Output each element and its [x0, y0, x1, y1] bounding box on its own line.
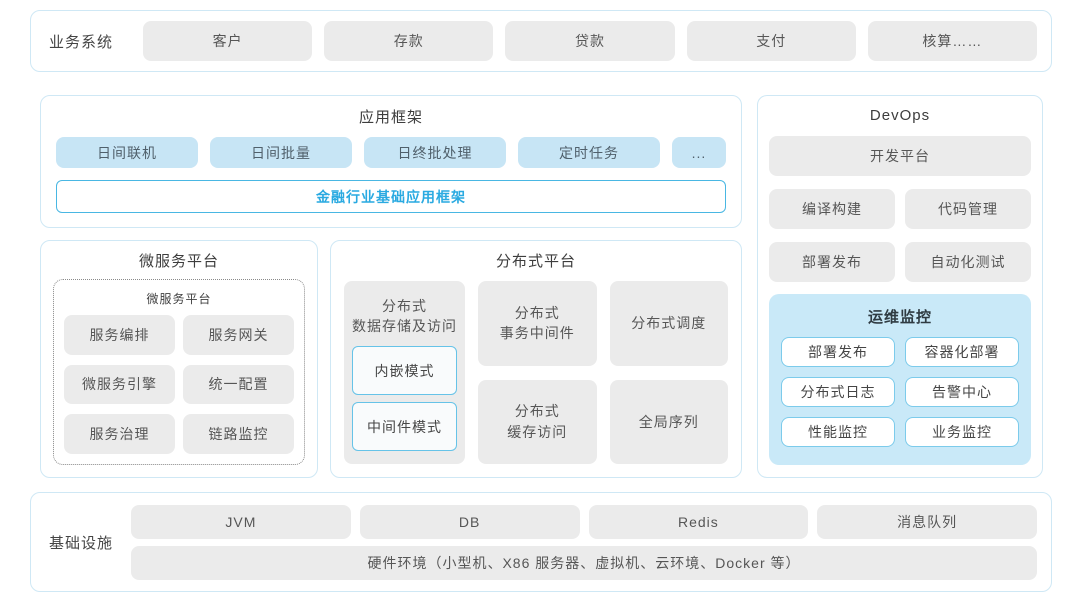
- microservice-platform-panel: 微服务平台 微服务平台 服务编排 服务网关 微服务引擎 统一配置 服务治理 链路…: [40, 240, 318, 478]
- infrastructure-box-redis: Redis: [588, 504, 809, 539]
- devops-tool-box-auto-test: 自动化测试: [905, 242, 1031, 282]
- app-module-box-daytime-online: 日间联机: [56, 137, 198, 168]
- distributed-column: 分布式调度 全局序列: [609, 281, 728, 464]
- distributed-box-global-sequence: 全局序列: [609, 379, 728, 464]
- ops-box-performance-monitor: 性能监控: [781, 417, 895, 447]
- microservice-box-trace-monitor: 链路监控: [183, 414, 294, 454]
- ops-box-distributed-logs: 分布式日志: [781, 377, 895, 407]
- ops-monitoring-row: 分布式日志 告警中心: [781, 377, 1019, 407]
- microservice-platform-title: 微服务平台: [138, 253, 219, 270]
- microservice-box-orchestration: 服务编排: [64, 315, 175, 355]
- distributed-platform-title: 分布式平台: [495, 253, 576, 270]
- distributed-box-cache-access: 分布式 缓存访问: [478, 379, 597, 464]
- ops-monitoring-row: 性能监控 业务监控: [781, 417, 1019, 447]
- app-module-box-scheduled-tasks: 定时任务: [518, 137, 660, 168]
- devops-title: DevOps: [869, 107, 931, 124]
- business-system-box-payment: 支付: [686, 21, 856, 61]
- ops-monitoring-row: 部署发布 容器化部署: [781, 337, 1019, 367]
- dev-platform-box: 开发平台: [769, 136, 1031, 176]
- microservice-box-unified-config: 统一配置: [183, 364, 294, 405]
- distributed-platform-panel: 分布式平台 分布式 数据存储及访问 内嵌模式 中间件模式 分布式 事务中间件 分…: [330, 240, 742, 478]
- base-framework-box: 金融行业基础应用框架: [56, 180, 726, 213]
- ops-box-container-deploy: 容器化部署: [905, 337, 1019, 367]
- business-systems-panel: 业务系统 客户 存款 贷款 支付 核算……: [30, 10, 1052, 72]
- ops-box-alert-center: 告警中心: [905, 377, 1019, 407]
- distributed-grid: 分布式 数据存储及访问 内嵌模式 中间件模式 分布式 事务中间件 分布式 缓存访…: [344, 281, 728, 464]
- business-system-box-accounting: 核算……: [867, 21, 1038, 61]
- devops-tools-row: 编译构建 代码管理: [769, 189, 1031, 229]
- app-framework-panel: 应用框架 日间联机 日间批量 日终批处理 定时任务 ... 金融行业基础应用框架: [40, 95, 742, 228]
- ops-box-deploy-release: 部署发布: [781, 337, 895, 367]
- app-module-box-eod-batch: 日终批处理: [364, 137, 506, 168]
- infrastructure-box-jvm: JVM: [131, 504, 351, 539]
- infrastructure-content: JVM DB Redis 消息队列 硬件环境（小型机、X86 服务器、虚拟机、云…: [131, 504, 1037, 580]
- distributed-storage-label: 分布式 数据存储及访问: [352, 298, 457, 334]
- ops-monitoring-title: 运维监控: [867, 309, 932, 326]
- distributed-box-transaction-middleware: 分布式 事务中间件: [478, 281, 597, 366]
- microservice-grid: 服务编排 服务网关 微服务引擎 统一配置 服务治理 链路监控: [64, 315, 294, 454]
- infrastructure-box-message-queue: 消息队列: [817, 504, 1037, 539]
- app-framework-modules-row: 日间联机 日间批量 日终批处理 定时任务 ...: [56, 137, 726, 168]
- microservice-inner-group: 微服务平台 服务编排 服务网关 微服务引擎 统一配置 服务治理 链路监控: [53, 279, 305, 465]
- business-system-box-deposit: 存款: [324, 21, 494, 61]
- storage-mode-box-middleware: 中间件模式: [352, 402, 457, 452]
- ops-monitoring-panel: 运维监控 部署发布 容器化部署 分布式日志 告警中心 性能监控 业务监控: [769, 294, 1031, 465]
- business-systems-label: 业务系统: [48, 33, 113, 51]
- app-module-box-more: ...: [672, 137, 726, 168]
- devops-tools-row: 部署发布 自动化测试: [769, 242, 1031, 282]
- distributed-column: 分布式 事务中间件 分布式 缓存访问: [478, 281, 597, 464]
- ops-box-business-monitor: 业务监控: [905, 417, 1019, 447]
- distributed-box-scheduler: 分布式调度: [609, 281, 728, 366]
- app-framework-title: 应用框架: [358, 109, 423, 126]
- infrastructure-box-db: DB: [359, 504, 580, 539]
- storage-mode-box-embedded: 内嵌模式: [352, 346, 457, 396]
- devops-panel: DevOps 开发平台 编译构建 代码管理 部署发布 自动化测试 运维监控 部署…: [757, 95, 1043, 478]
- business-system-box-loan: 贷款: [505, 21, 675, 61]
- distributed-storage-group: 分布式 数据存储及访问 内嵌模式 中间件模式: [344, 281, 465, 464]
- infrastructure-row: JVM DB Redis 消息队列: [131, 504, 1037, 539]
- devops-tool-box-code-mgmt: 代码管理: [905, 189, 1031, 229]
- microservice-box-engine: 微服务引擎: [64, 364, 175, 405]
- microservice-box-gateway: 服务网关: [183, 315, 294, 355]
- business-system-box-customer: 客户: [143, 21, 313, 61]
- infrastructure-panel: 基础设施 JVM DB Redis 消息队列 硬件环境（小型机、X86 服务器、…: [30, 492, 1052, 592]
- hardware-environment-box: 硬件环境（小型机、X86 服务器、虚拟机、云环境、Docker 等）: [131, 545, 1037, 580]
- microservice-inner-title: 微服务平台: [146, 292, 212, 306]
- devops-tool-box-deploy: 部署发布: [769, 242, 895, 282]
- infrastructure-label: 基础设施: [48, 534, 113, 552]
- microservice-box-governance: 服务治理: [64, 414, 175, 454]
- app-module-box-daytime-batch: 日间批量: [210, 137, 352, 168]
- devops-tool-box-build: 编译构建: [769, 189, 895, 229]
